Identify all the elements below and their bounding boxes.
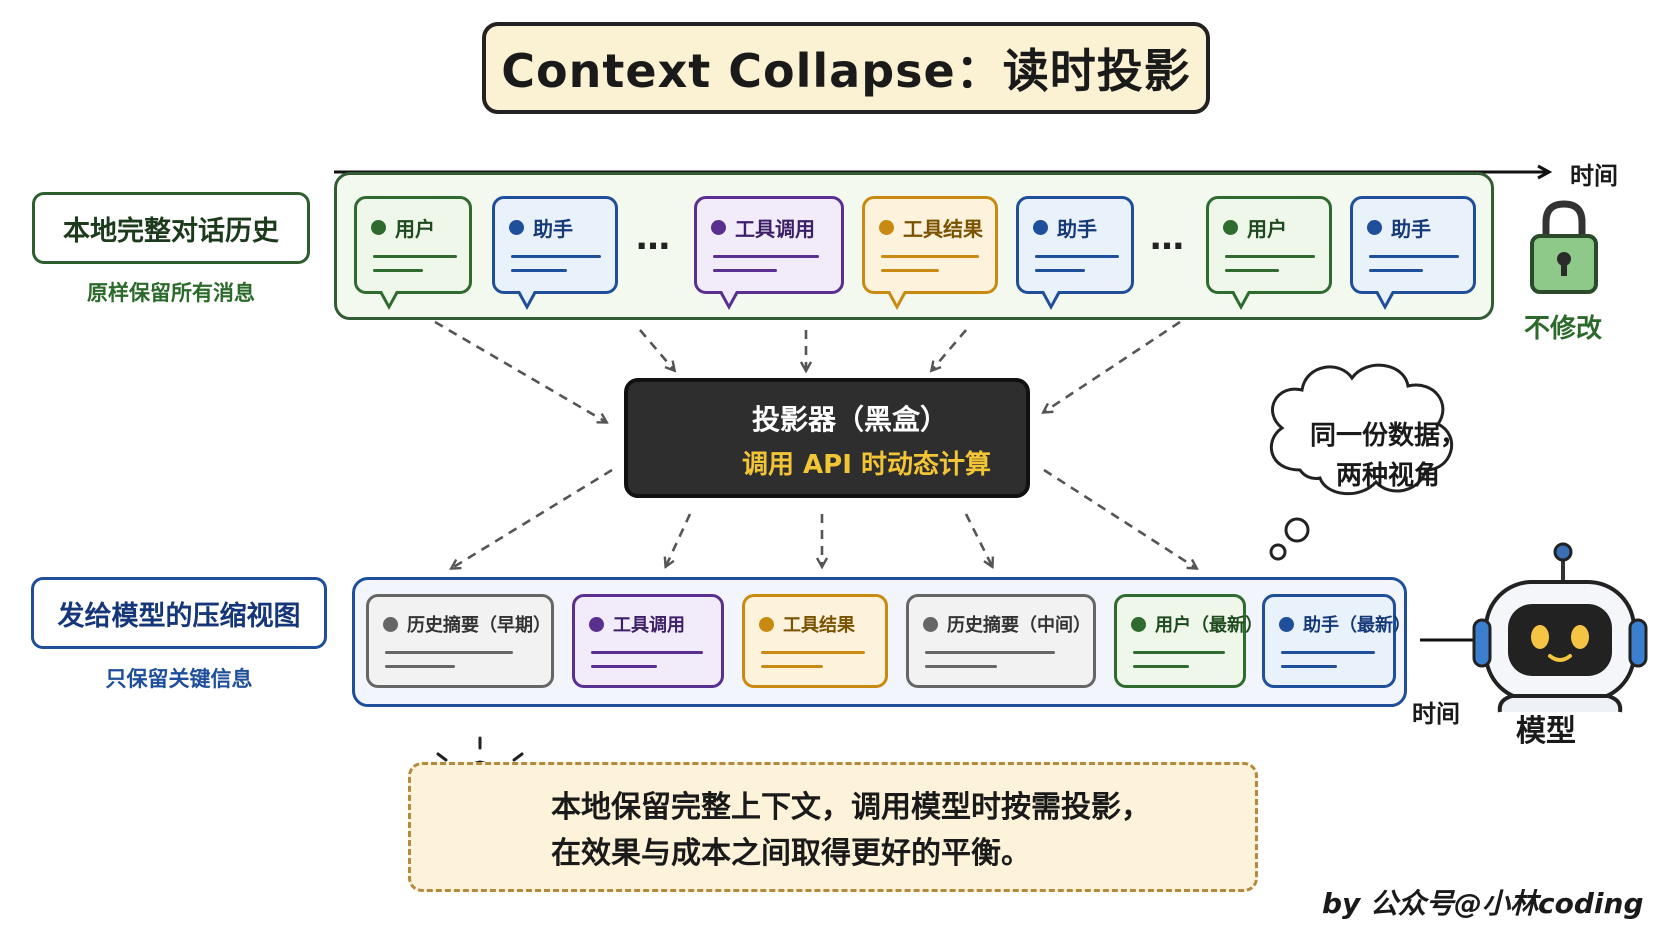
arrow-top-4 [932, 329, 967, 370]
message-card-summary: 历史摘要（早期） [366, 594, 554, 688]
arrow-top-1 [434, 320, 606, 422]
arrow-bot-5 [1043, 468, 1196, 568]
message-bubble-tool-call: 工具调用 [694, 196, 844, 310]
message-role: 助手 [1057, 217, 1097, 241]
time-label-bottom: 时间 [1412, 700, 1460, 728]
message-bubble-tool-result: 工具结果 [862, 196, 998, 310]
arrow-bot-2 [666, 513, 692, 566]
thought-line-1: 同一份数据， [1309, 421, 1466, 451]
note-line-2: 在效果与成本之间取得更好的平衡。 [551, 836, 1031, 871]
ellipsis-1: … [636, 218, 672, 258]
role-dot-icon [711, 220, 726, 235]
projector-subtitle: 调用 API 时动态计算 [742, 450, 991, 480]
role-dot-icon [1033, 220, 1048, 235]
arrow-bot-1 [452, 468, 613, 568]
message-role: 工具调用 [613, 615, 685, 636]
role-dot-icon [1223, 220, 1238, 235]
message-role: 工具调用 [735, 217, 815, 241]
message-role: 助手 [533, 217, 573, 241]
message-role: 用户（最新） [1155, 615, 1263, 636]
role-dot-icon [1131, 616, 1146, 632]
message-bubble-assistant: 助手 [1016, 196, 1134, 310]
message-role: 历史摘要（中间） [947, 615, 1091, 636]
arrow-top-5 [1044, 320, 1181, 412]
footer-credit: by 公众号@小林coding [1322, 887, 1644, 920]
role-dot-icon [383, 616, 398, 632]
projector-title: 投影器（黑盒） [752, 403, 949, 436]
role-dot-icon [371, 220, 386, 235]
robot-model-icon [1472, 542, 1648, 713]
message-role: 工具结果 [903, 217, 983, 241]
message-bubble-assistant: 助手 [492, 196, 618, 310]
thought-bubble-text: 同一份数据， 两种视角 [1288, 416, 1488, 496]
summary-note: 本地保留完整上下文，调用模型时按需投影， 在效果与成本之间取得更好的平衡。 [408, 762, 1258, 892]
compressed-view-sublabel: 只保留关键信息 [105, 667, 253, 691]
message-card-summary: 历史摘要（中间） [906, 594, 1096, 688]
thought-bubble-icon [1269, 363, 1454, 561]
message-role: 助手（最新） [1303, 615, 1411, 636]
projector-box: 投影器（黑盒） 调用 API 时动态计算 [624, 378, 1030, 498]
message-bubble-user: 用户 [1206, 196, 1332, 310]
message-card-tool-call: 工具调用 [572, 594, 724, 688]
message-card-tool-result: 工具结果 [742, 594, 888, 688]
message-role: 历史摘要（早期） [407, 615, 551, 636]
message-role: 助手 [1391, 217, 1431, 241]
compressed-view-label: 发给模型的压缩视图 [31, 577, 327, 649]
role-dot-icon [1279, 616, 1294, 632]
local-history-label: 本地完整对话历史 [32, 192, 310, 264]
note-line-1: 本地保留完整上下文，调用模型时按需投影， [551, 790, 1151, 825]
note-text: 本地保留完整上下文，调用模型时按需投影， 在效果与成本之间取得更好的平衡。 [551, 785, 1151, 877]
message-bubble-assistant: 助手 [1350, 196, 1476, 310]
role-dot-icon [589, 616, 604, 632]
ellipsis-2: … [1150, 218, 1186, 258]
page-title: Context Collapse：读时投影 [482, 22, 1210, 114]
message-role: 工具结果 [783, 615, 855, 636]
role-dot-icon [923, 616, 938, 632]
role-dot-icon [879, 220, 894, 235]
role-dot-icon [759, 616, 774, 632]
message-card-assistant-latest: 助手（最新） [1262, 594, 1411, 688]
message-bubble-user: 用户 [354, 196, 472, 310]
arrow-bot-4 [964, 513, 992, 566]
thought-line-2: 两种视角 [1335, 461, 1440, 491]
message-role: 用户 [1247, 217, 1287, 241]
lock-icon [1530, 200, 1598, 294]
lock-label: 不修改 [1524, 314, 1603, 344]
message-role: 用户 [395, 217, 435, 241]
role-dot-icon [1367, 220, 1382, 235]
local-history-sublabel: 原样保留所有消息 [87, 281, 255, 305]
message-card-user-latest: 用户（最新） [1114, 594, 1263, 688]
role-dot-icon [509, 220, 524, 235]
arrow-top-2 [639, 329, 674, 370]
model-label: 模型 [1516, 714, 1576, 749]
time-label-top: 时间 [1570, 162, 1618, 190]
